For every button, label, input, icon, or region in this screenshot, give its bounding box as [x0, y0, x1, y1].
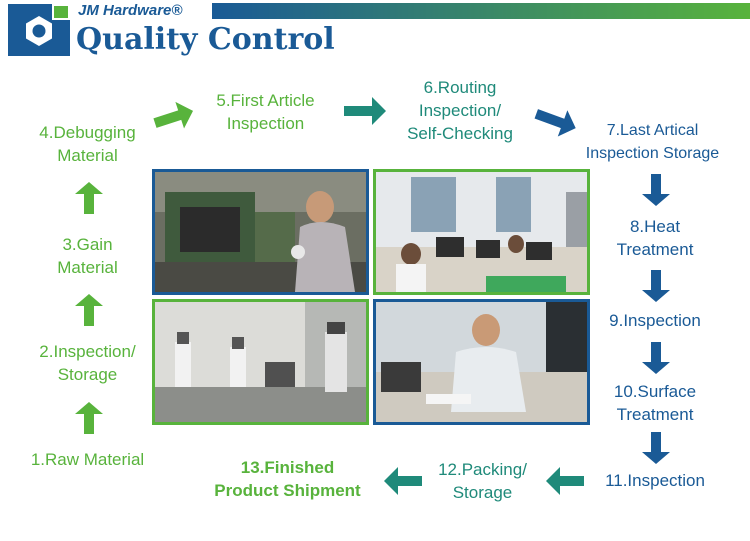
- arrow-left-icon: [384, 467, 422, 495]
- arrow-up-icon: [75, 182, 103, 214]
- arrow-right-icon: [534, 109, 576, 137]
- jm-hardware-logo-icon: [8, 4, 70, 56]
- arrow-right-icon: [153, 101, 194, 129]
- arrow-down-icon: [642, 432, 670, 464]
- arrow-up-icon: [75, 402, 103, 434]
- step-1-raw-material: 1.Raw Material: [30, 450, 145, 469]
- step-2-inspection-storage: 2.Inspection/Storage: [39, 342, 136, 384]
- arrow-down-icon: [642, 174, 670, 206]
- arrow-left-icon: [546, 467, 584, 495]
- arrow-down-icon: [642, 342, 670, 374]
- step-11-inspection: 11.Inspection: [605, 471, 705, 490]
- brand-name: JM Hardware®: [78, 2, 183, 19]
- arrow-down-icon: [642, 270, 670, 302]
- step-9-inspection: 9.Inspection: [609, 311, 701, 330]
- photo-office-inspection-room: [373, 169, 590, 295]
- page-title: Quality Control: [76, 22, 335, 57]
- arrow-right-icon: [344, 97, 386, 125]
- photo-testing-lab: [152, 299, 369, 425]
- arrow-up-icon: [75, 294, 103, 326]
- photo-inspector-desk: [373, 299, 590, 425]
- step-12-packing-storage: 12.Packing/Storage: [438, 460, 527, 502]
- header-gradient-bar: [212, 3, 750, 19]
- photo-machine-operator: [152, 169, 369, 295]
